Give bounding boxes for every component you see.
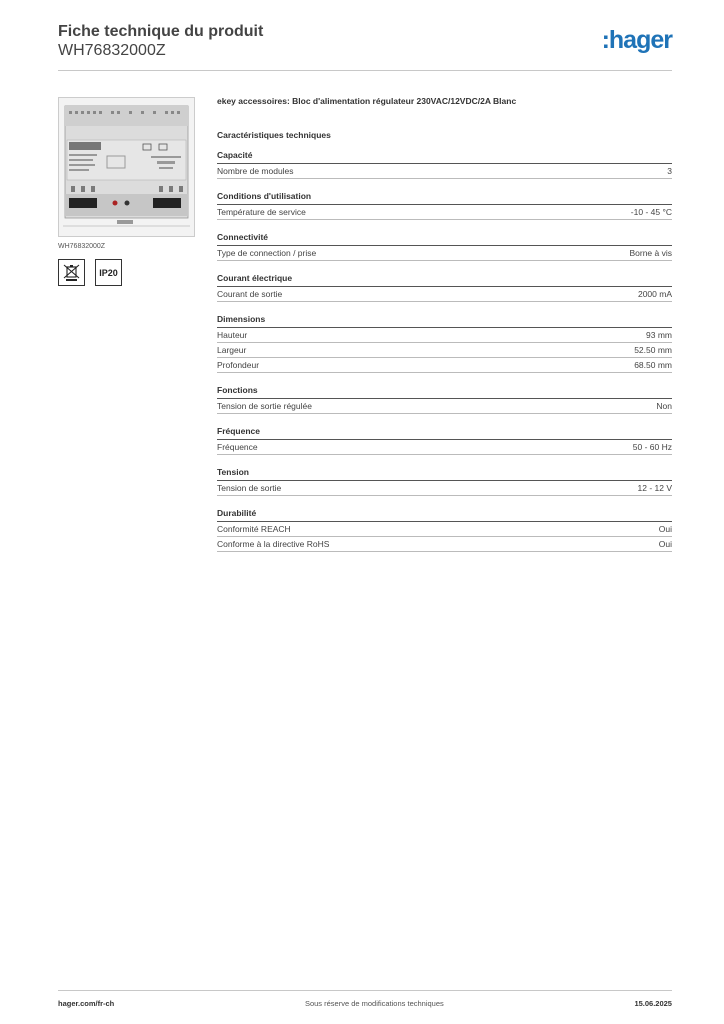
spec-group-title: Fonctions bbox=[217, 385, 672, 399]
spec-row: Hauteur 93 mm bbox=[217, 328, 672, 343]
spec-row: Température de service -10 - 45 °C bbox=[217, 205, 672, 220]
spec-group-title: Durabilité bbox=[217, 508, 672, 522]
page-title: Fiche technique du produit bbox=[58, 23, 264, 40]
spec-value: 12 - 12 V bbox=[637, 483, 673, 493]
hager-logo: :hager bbox=[601, 26, 673, 54]
spec-value: Oui bbox=[658, 539, 672, 549]
specifications: ekey accessoires: Bloc d'alimentation ré… bbox=[217, 96, 672, 552]
spec-label: Hauteur bbox=[217, 330, 248, 340]
spec-value: Borne à vis bbox=[629, 248, 672, 258]
power-supply-image bbox=[63, 105, 190, 227]
spec-value: 2000 mA bbox=[637, 289, 672, 299]
spec-label: Fréquence bbox=[217, 442, 258, 452]
spec-value: 93 mm bbox=[646, 330, 672, 340]
spec-row: Nombre de modules 3 bbox=[217, 164, 672, 179]
footer-note: Sous réserve de modifications techniques bbox=[304, 999, 444, 1008]
crossed-bin-icon bbox=[63, 264, 80, 281]
spec-label: Largeur bbox=[217, 345, 247, 355]
spec-label: Conforme à la directive RoHS bbox=[217, 539, 330, 549]
spec-row: Conforme à la directive RoHS Oui bbox=[217, 537, 672, 552]
spec-group-title: Dimensions bbox=[217, 314, 672, 328]
page-footer: hager.com/fr-ch Sous réserve de modifica… bbox=[58, 990, 672, 1008]
spec-value: 68.50 mm bbox=[634, 360, 672, 370]
spec-group-title: Conditions d'utilisation bbox=[217, 191, 672, 205]
spec-row: Tension de sortie 12 - 12 V bbox=[217, 481, 672, 496]
spec-group-title: Tension bbox=[217, 467, 672, 481]
spec-value: 3 bbox=[667, 166, 672, 176]
spec-label: Température de service bbox=[217, 207, 306, 217]
section-title: Caractéristiques techniques bbox=[217, 130, 331, 140]
spec-group-title: Courant électrique bbox=[217, 273, 672, 287]
spec-value: Non bbox=[656, 401, 672, 411]
spec-value: 50 - 60 Hz bbox=[632, 442, 672, 452]
spec-row: Conformité REACH Oui bbox=[217, 522, 672, 537]
spec-value: Oui bbox=[658, 524, 672, 534]
spec-row: Courant de sortie 2000 mA bbox=[217, 287, 672, 302]
photo-caption: WH76832000Z bbox=[58, 243, 106, 250]
product-photo bbox=[58, 97, 195, 237]
ip-rating-badge: IP20 bbox=[95, 259, 122, 286]
spec-label: Profondeur bbox=[217, 360, 260, 370]
spec-label: Nombre de modules bbox=[217, 166, 294, 176]
spec-row: Fréquence 50 - 60 Hz bbox=[217, 440, 672, 455]
product-media: WH76832000Z IP20 bbox=[58, 97, 195, 286]
spec-value: 52.50 mm bbox=[634, 345, 672, 355]
spec-value: -10 - 45 °C bbox=[630, 207, 672, 217]
footer-date: 15.06.2025 bbox=[634, 999, 672, 1008]
product-code: WH76832000Z bbox=[58, 42, 166, 59]
spec-label: Type de connection / prise bbox=[217, 248, 317, 258]
certification-badges: IP20 bbox=[58, 259, 195, 286]
spec-group-title: Fréquence bbox=[217, 426, 672, 440]
product-description: ekey accessoires: Bloc d'alimentation ré… bbox=[217, 96, 517, 106]
spec-row: Largeur 52.50 mm bbox=[217, 343, 672, 358]
footer-url[interactable]: hager.com/fr-ch bbox=[58, 999, 115, 1008]
spec-group-title: Capacité bbox=[217, 150, 672, 164]
spec-label: Tension de sortie bbox=[217, 483, 282, 493]
spec-row: Type de connection / prise Borne à vis bbox=[217, 246, 672, 261]
spec-label: Courant de sortie bbox=[217, 289, 283, 299]
spec-group-title: Connectivité bbox=[217, 232, 672, 246]
spec-label: Conformité REACH bbox=[217, 524, 291, 534]
spec-row: Profondeur 68.50 mm bbox=[217, 358, 672, 373]
weee-badge bbox=[58, 259, 85, 286]
spec-label: Tension de sortie régulée bbox=[217, 401, 312, 411]
page-header: Fiche technique du produit WH76832000Z :… bbox=[58, 22, 673, 71]
spec-row: Tension de sortie régulée Non bbox=[217, 399, 672, 414]
